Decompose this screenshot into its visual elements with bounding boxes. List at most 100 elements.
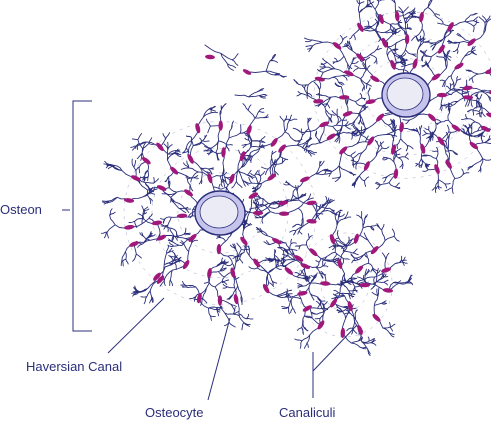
osteocyte-lacuna xyxy=(434,164,440,175)
osteocyte-lacuna xyxy=(357,325,363,335)
osteocyte-lacuna xyxy=(338,95,350,100)
osteocyte-lacuna xyxy=(319,121,330,128)
lamellae-rings xyxy=(123,11,491,338)
osteocyte-lacuna xyxy=(419,11,424,23)
osteocyte-lacuna xyxy=(412,58,418,69)
osteocyte-lacuna xyxy=(454,62,464,70)
osteocyte-lacuna xyxy=(182,260,190,270)
osteon-label: Osteon xyxy=(0,202,42,217)
osteocyte-lacuna xyxy=(320,281,331,286)
osteocyte-lacuna xyxy=(363,161,370,171)
osteocyte-lacuna xyxy=(129,241,139,247)
osteocyte-lacuna xyxy=(141,157,151,165)
osteocyte-lacuna xyxy=(278,144,286,153)
osteocyte-lacuna xyxy=(239,151,246,162)
osteocyte-lacuna xyxy=(188,233,197,242)
osteocyte-lacuna xyxy=(437,136,445,146)
osteocyte-lacuna xyxy=(337,258,343,269)
osteocyte-lacuna xyxy=(326,133,336,141)
osteocyte-lacuna xyxy=(357,22,364,32)
osteocyte-lacuna xyxy=(486,112,491,118)
interstitial-canaliculi xyxy=(204,44,287,99)
osteocyte-lacuna xyxy=(248,192,258,199)
osteocyte-lacuna xyxy=(317,320,325,330)
osteocyte-lacuna xyxy=(205,54,215,60)
osteocyte-lacuna xyxy=(306,219,317,224)
osteocyte-lacuna xyxy=(355,265,364,274)
upper-osteon-canaliculi xyxy=(292,0,491,194)
osteocyte-lacuna xyxy=(216,243,222,255)
label-pointers xyxy=(62,100,358,401)
osteocyte-lacuna xyxy=(123,198,135,203)
osteocyte-lacuna xyxy=(339,146,348,155)
osteocyte-lacuna xyxy=(370,75,380,83)
osteocyte-lacuna xyxy=(445,159,452,169)
osteocyte-lacuna xyxy=(462,85,473,91)
osteocyte-lacuna xyxy=(467,38,476,47)
osteocyte-lacuna xyxy=(404,34,410,45)
osteocyte-lacuna xyxy=(156,275,165,284)
haversian-canals xyxy=(194,72,431,236)
osteocyte-lacuna xyxy=(124,224,135,230)
haversian-canal-label: Haversian Canal xyxy=(26,359,123,374)
osteocyte-lacuna xyxy=(332,42,342,50)
osteocyte-lacunae xyxy=(123,11,491,339)
osteocyte-lacuna xyxy=(309,248,318,257)
osteocyte-lacuna xyxy=(313,99,324,104)
osteocyte-lacuna xyxy=(300,263,311,269)
osteocyte-lacuna xyxy=(277,200,289,206)
osteocyte-lacuna xyxy=(230,267,236,278)
osteocyte-lacuna xyxy=(342,111,353,117)
osteocyte-pointer xyxy=(207,317,231,401)
osteocyte-lacuna xyxy=(427,113,437,122)
osteocyte-lacuna xyxy=(196,293,202,304)
osteocyte-lacuna xyxy=(156,185,167,191)
osteocyte-lacuna xyxy=(330,298,338,308)
osteocyte-lacuna xyxy=(302,305,312,312)
osteocyte-lacuna xyxy=(382,288,394,293)
osteocyte-lacuna xyxy=(447,22,454,32)
osteocyte-lacuna xyxy=(370,246,379,255)
osteocyte-lacuna xyxy=(170,166,179,175)
osteocyte-lacuna xyxy=(229,173,235,184)
osteocyte-lacuna xyxy=(420,143,426,154)
osteocyte-lacuna xyxy=(378,13,384,25)
osteocyte-lacuna xyxy=(436,92,448,98)
osteocyte-lacuna xyxy=(218,120,223,131)
osteocyte-lacuna xyxy=(156,234,167,241)
osteocyte-lacuna xyxy=(252,210,264,216)
osteocyte-lacuna xyxy=(437,44,445,54)
osteocyte-lacuna xyxy=(365,99,376,104)
osteocyte-lacuna xyxy=(484,68,491,75)
osteocyte-lacuna xyxy=(353,233,359,244)
lamella-ring xyxy=(297,232,393,338)
canaliculi-pointer-b xyxy=(312,324,358,372)
lower-fragment-canaliculi xyxy=(280,209,414,357)
osteocyte-lacuna xyxy=(233,293,239,305)
osteocyte-lacuna xyxy=(390,59,396,70)
haversian-canal-pointer xyxy=(107,297,165,354)
osteocyte-lacuna xyxy=(451,124,461,132)
main-osteon-canaliculi xyxy=(100,103,338,331)
osteocyte-lacuna xyxy=(151,220,163,226)
osteocyte-lacuna xyxy=(278,211,290,216)
osteocyte-lacuna xyxy=(270,138,278,147)
osteocyte-lacuna xyxy=(153,272,161,281)
osteocyte-lacuna xyxy=(347,301,353,312)
osteocyte-lacuna xyxy=(156,142,164,151)
osteocyte-lacuna xyxy=(267,173,277,181)
osteocyte-lacuna xyxy=(217,295,223,306)
canaliculi-network xyxy=(100,0,491,357)
osteocyte-lacuna xyxy=(187,154,194,164)
osteocyte-lacuna xyxy=(314,76,325,82)
osteocyte-lacuna xyxy=(367,136,375,146)
canaliculi-label: Canaliculi xyxy=(279,405,336,420)
upper-osteon-canal-lumen xyxy=(386,77,424,111)
osteocyte-lacuna xyxy=(340,327,346,339)
osteocyte-lacuna xyxy=(195,123,201,134)
osteocyte-lacuna xyxy=(294,255,304,262)
osteocyte-lacuna xyxy=(394,11,400,22)
osteocyte-lacuna xyxy=(372,313,381,322)
osteocyte-lacuna xyxy=(300,176,310,183)
